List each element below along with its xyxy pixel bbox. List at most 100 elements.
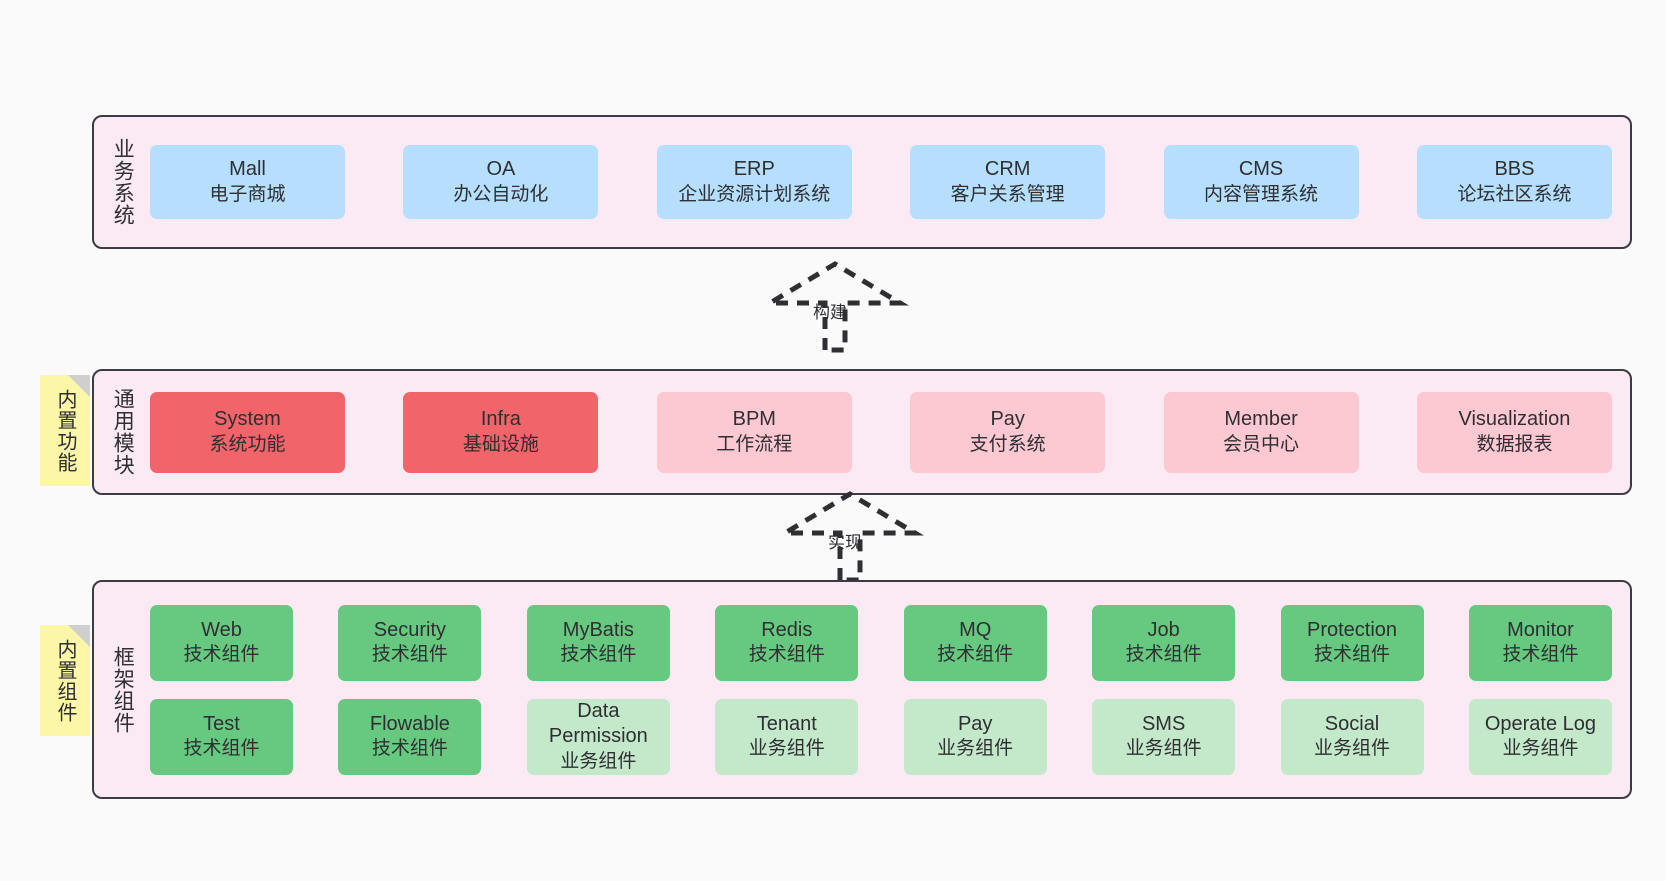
node-title: CRM bbox=[984, 158, 1031, 181]
node-subtitle: 业务组件 bbox=[1502, 738, 1579, 760]
node-title: Infra bbox=[480, 408, 521, 431]
node-subtitle: 基础设施 bbox=[462, 433, 539, 455]
node-title: OA bbox=[486, 158, 516, 181]
node-title: Member bbox=[1224, 408, 1298, 431]
component-node-operate-log[interactable]: Operate Log 业务组件 bbox=[1468, 698, 1612, 775]
node-subtitle: 办公自动化 bbox=[453, 183, 549, 205]
connector-implement: 实现 bbox=[770, 488, 930, 588]
node-subtitle: 技术组件 bbox=[937, 644, 1014, 666]
node-title: Social bbox=[1324, 712, 1380, 735]
node-subtitle: 论坛社区系统 bbox=[1457, 183, 1572, 205]
component-node-mybatis[interactable]: MyBatis 技术组件 bbox=[526, 604, 670, 681]
node-title: BPM bbox=[732, 408, 776, 431]
sticky-note-builtin-functions-label: 内置功能 bbox=[54, 388, 76, 473]
sticky-fold-corner bbox=[68, 375, 90, 397]
node-title: CMS bbox=[1238, 158, 1284, 181]
component-node-web[interactable]: Web 技术组件 bbox=[150, 604, 293, 681]
node-title: Pay bbox=[957, 712, 993, 735]
node-title: Flowable bbox=[369, 712, 450, 735]
layer-modules-label: 通用模块 bbox=[111, 388, 135, 476]
node-subtitle: 内容管理系统 bbox=[1204, 183, 1319, 205]
connector-implement-label: 实现 bbox=[828, 533, 862, 552]
connector-build-label: 构建 bbox=[813, 303, 847, 322]
component-node-test[interactable]: Test 技术组件 bbox=[150, 698, 293, 775]
build-arrow-svg bbox=[760, 261, 910, 353]
node-title: Web bbox=[201, 618, 242, 641]
node-subtitle: 技术组件 bbox=[560, 644, 637, 666]
sticky-note-builtin-functions: 内置功能 bbox=[40, 375, 90, 486]
node-subtitle: 数据报表 bbox=[1476, 433, 1553, 455]
node-title: SMS bbox=[1141, 712, 1186, 735]
node-title: Visualization bbox=[1458, 408, 1571, 431]
node-title: Pay bbox=[990, 408, 1025, 431]
node-title: MQ bbox=[959, 618, 992, 641]
sticky-fold-corner bbox=[68, 625, 90, 647]
node-title: Data Permission bbox=[548, 699, 648, 748]
node-subtitle: 电子商城 bbox=[209, 183, 286, 205]
node-subtitle: 技术组件 bbox=[183, 738, 260, 760]
node-subtitle: 技术组件 bbox=[1314, 644, 1391, 666]
node-subtitle: 技术组件 bbox=[371, 644, 448, 666]
implement-arrow-svg bbox=[775, 491, 925, 583]
component-node-sms[interactable]: SMS 业务组件 bbox=[1092, 698, 1236, 775]
layer-components-label: 框架组件 bbox=[111, 645, 135, 734]
node-title: BBS bbox=[1494, 158, 1535, 181]
sticky-note-builtin-components: 内置组件 bbox=[40, 625, 90, 736]
connector-build: 构建 bbox=[755, 258, 915, 358]
component-node-mq[interactable]: MQ 技术组件 bbox=[903, 604, 1047, 681]
node-subtitle: 业务组件 bbox=[937, 738, 1014, 760]
node-title: Mall bbox=[229, 158, 266, 181]
node-subtitle: 系统功能 bbox=[209, 433, 286, 455]
node-subtitle: 工作流程 bbox=[716, 433, 793, 455]
node-title: Monitor bbox=[1507, 618, 1574, 641]
node-subtitle: 业务组件 bbox=[560, 750, 637, 772]
node-subtitle: 技术组件 bbox=[183, 644, 260, 666]
node-title: MyBatis bbox=[562, 618, 634, 641]
node-subtitle: 业务组件 bbox=[1125, 738, 1202, 760]
sticky-note-builtin-components-label: 内置组件 bbox=[54, 638, 76, 723]
node-subtitle: 技术组件 bbox=[1125, 644, 1202, 666]
node-subtitle: 企业资源计划系统 bbox=[678, 183, 831, 205]
node-subtitle: 支付系统 bbox=[969, 433, 1046, 455]
node-title: System bbox=[214, 408, 281, 431]
node-title: Operate Log bbox=[1484, 712, 1597, 735]
node-subtitle: 客户关系管理 bbox=[950, 183, 1065, 205]
node-title: ERP bbox=[733, 158, 775, 181]
node-subtitle: 会员中心 bbox=[1223, 433, 1300, 455]
node-title: Tenant bbox=[756, 712, 817, 735]
component-node-pay[interactable]: Pay 业务组件 bbox=[903, 698, 1047, 775]
node-title: Test bbox=[203, 712, 240, 735]
